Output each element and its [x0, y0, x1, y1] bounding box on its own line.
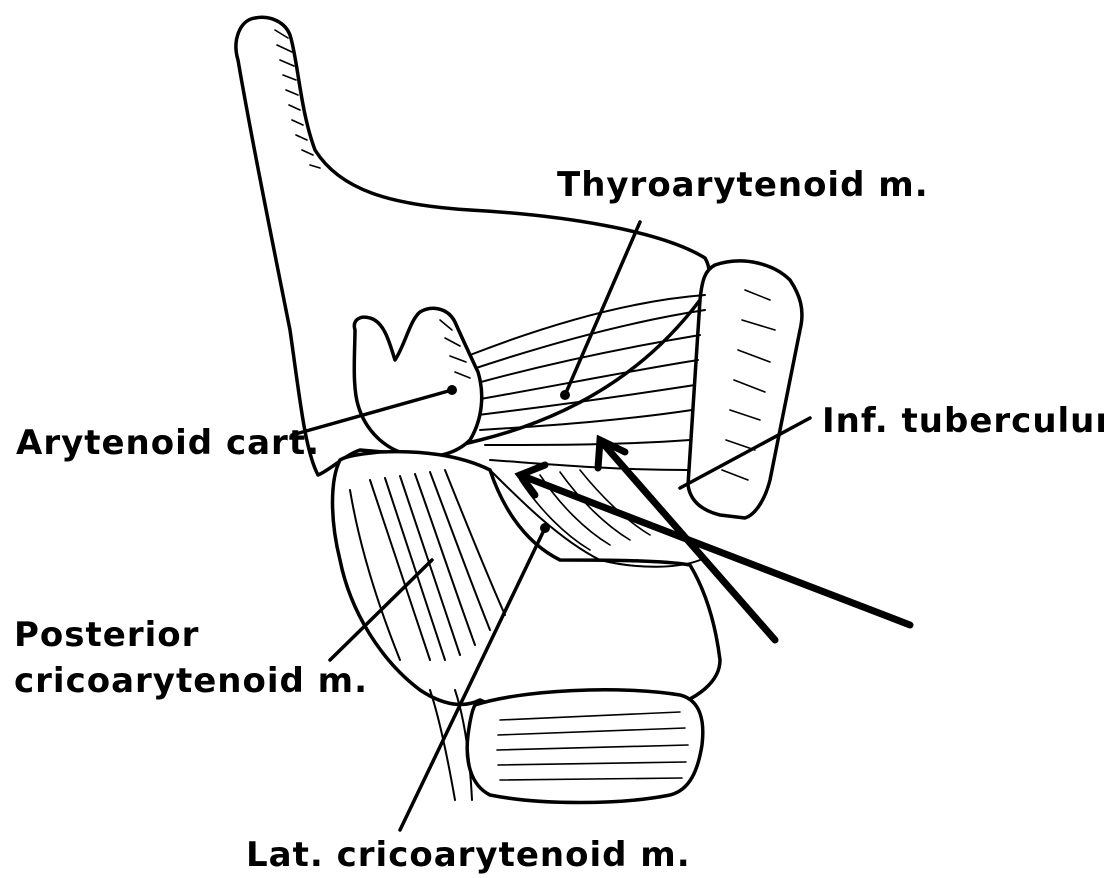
label-posterior-line2: cricoarytenoid m.: [14, 661, 368, 701]
label-thyroarytenoid: Thyroarytenoid m.: [557, 165, 929, 205]
leader-arytenoid-dot: [447, 385, 457, 395]
label-lat-cricoarytenoid: Lat. cricoarytenoid m.: [246, 835, 691, 875]
leader-lat-dot: [540, 523, 550, 533]
label-arytenoid: Arytenoid cart.: [16, 423, 320, 463]
leader-thyroarytenoid-dot: [560, 390, 570, 400]
cricoid-cartilage: [333, 452, 721, 719]
label-inf-tuberculum: Inf. tuberculum: [822, 401, 1104, 441]
label-posterior-line1: Posterior: [14, 615, 199, 655]
